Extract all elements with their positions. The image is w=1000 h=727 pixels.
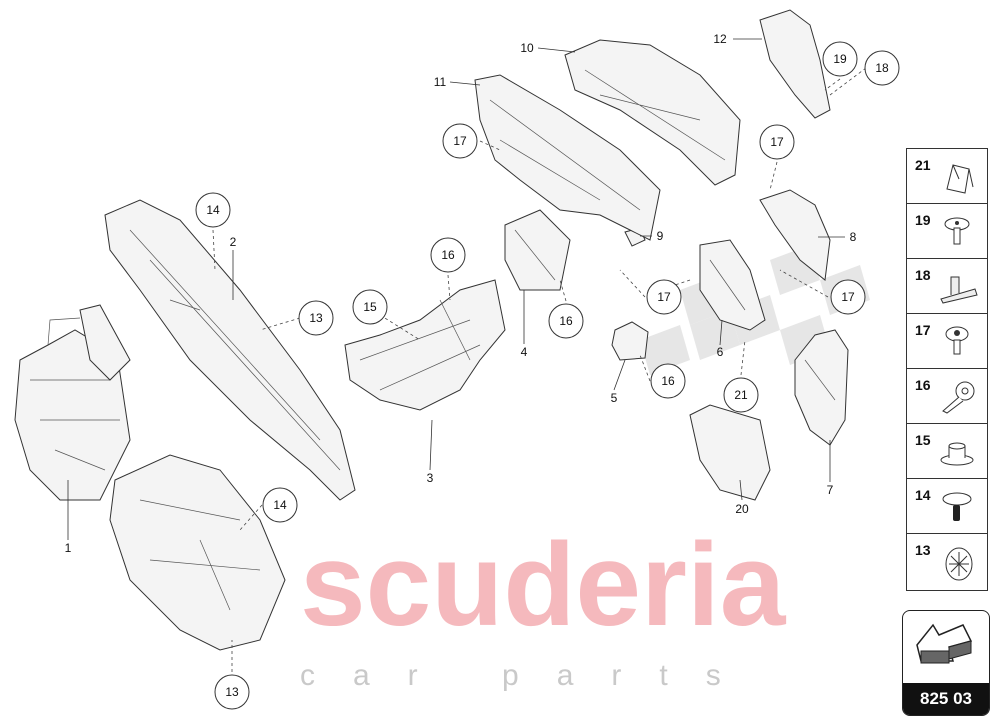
svg-text:21: 21 bbox=[734, 388, 748, 402]
circled-callouts: 14 13 14 13 16 15 16 17 17 19 18 17 17 1… bbox=[195, 41, 900, 710]
flange-screw-icon bbox=[945, 326, 969, 355]
label-20[interactable]: 20 bbox=[735, 502, 749, 516]
label-12[interactable]: 12 bbox=[713, 32, 727, 46]
svg-text:17: 17 bbox=[770, 135, 784, 149]
legend-item-19[interactable]: 19 bbox=[907, 204, 987, 259]
label-6[interactable]: 6 bbox=[717, 345, 724, 359]
fastener-legend: 21 19 18 17 16 15 14 13 bbox=[906, 148, 988, 591]
svg-text:13: 13 bbox=[225, 685, 239, 699]
svg-text:17: 17 bbox=[453, 134, 467, 148]
label-11[interactable]: 11 bbox=[434, 75, 447, 89]
callout-14[interactable]: 14 bbox=[262, 487, 298, 523]
callout-21[interactable]: 21 bbox=[723, 377, 759, 413]
callout-16[interactable]: 16 bbox=[548, 303, 584, 339]
arrow-back-icon bbox=[916, 623, 973, 664]
part-5-clip bbox=[611, 321, 649, 361]
callout-18[interactable]: 18 bbox=[864, 50, 900, 86]
label-9[interactable]: 9 bbox=[657, 229, 664, 243]
callout-13[interactable]: 13 bbox=[214, 674, 250, 710]
spring-clip-icon bbox=[946, 164, 974, 194]
label-10[interactable]: 10 bbox=[520, 41, 534, 55]
svg-text:18: 18 bbox=[875, 61, 889, 75]
legend-item-15[interactable]: 15 bbox=[907, 424, 987, 479]
watermark-sub: car parts bbox=[300, 659, 759, 692]
label-7[interactable]: 7 bbox=[827, 483, 834, 497]
part-8-shield bbox=[759, 189, 831, 281]
legend-item-16[interactable]: 16 bbox=[907, 369, 987, 424]
svg-text:16: 16 bbox=[661, 374, 675, 388]
svg-text:14: 14 bbox=[206, 203, 220, 217]
svg-text:16: 16 bbox=[441, 248, 455, 262]
callout-16[interactable]: 16 bbox=[430, 237, 466, 273]
part-10-heat-shield bbox=[564, 39, 741, 186]
legend-item-14[interactable]: 14 bbox=[907, 479, 987, 534]
watermark: scuderia car parts bbox=[300, 519, 787, 692]
legend-item-18[interactable]: 18 bbox=[907, 259, 987, 314]
legend-item-21[interactable]: 21 bbox=[907, 149, 987, 204]
leader-lines bbox=[67, 38, 867, 672]
svg-text:13: 13 bbox=[309, 311, 323, 325]
part-12-shield bbox=[759, 9, 831, 119]
part-6-bracket bbox=[699, 239, 766, 331]
previous-diagram-button[interactable]: 825 03 bbox=[902, 610, 990, 716]
part-1-heat-shield bbox=[14, 317, 286, 651]
svg-text:16: 16 bbox=[559, 314, 573, 328]
torx-bolt-icon bbox=[942, 381, 975, 414]
callout-19[interactable]: 19 bbox=[822, 41, 858, 77]
speed-nut-icon bbox=[945, 547, 973, 581]
callout-17[interactable]: 17 bbox=[759, 124, 795, 160]
callout-17[interactable]: 17 bbox=[830, 279, 866, 315]
part-7-shield bbox=[794, 329, 849, 446]
callout-13[interactable]: 13 bbox=[298, 300, 334, 336]
flange-nut-icon bbox=[940, 442, 974, 466]
label-1[interactable]: 1 bbox=[65, 541, 72, 555]
svg-text:17: 17 bbox=[841, 290, 855, 304]
part-11-heat-shield bbox=[474, 74, 661, 241]
svg-text:14: 14 bbox=[273, 498, 287, 512]
label-2[interactable]: 2 bbox=[230, 235, 237, 249]
label-4[interactable]: 4 bbox=[521, 345, 528, 359]
clip-icon bbox=[940, 276, 978, 304]
callout-17[interactable]: 17 bbox=[646, 279, 682, 315]
label-5[interactable]: 5 bbox=[611, 391, 618, 405]
callout-15[interactable]: 15 bbox=[352, 289, 388, 325]
svg-text:17: 17 bbox=[657, 290, 671, 304]
part-2-heat-shield bbox=[79, 199, 356, 501]
callout-14[interactable]: 14 bbox=[195, 192, 231, 228]
diagram-number: 825 03 bbox=[903, 683, 989, 715]
svg-text:19: 19 bbox=[833, 52, 847, 66]
watermark-brand: scuderia bbox=[300, 519, 787, 651]
screw-icon bbox=[944, 217, 970, 245]
part-20-shield bbox=[689, 404, 771, 501]
label-8[interactable]: 8 bbox=[850, 230, 857, 244]
legend-item-13[interactable]: 13 bbox=[907, 534, 987, 590]
expanding-rivet-icon bbox=[942, 492, 972, 521]
svg-text:15: 15 bbox=[363, 300, 377, 314]
legend-item-17[interactable]: 17 bbox=[907, 314, 987, 369]
part-3-heat-shield bbox=[344, 279, 506, 411]
label-3[interactable]: 3 bbox=[427, 471, 434, 485]
part-labels: 1 2 3 4 5 6 7 8 9 10 11 12 20 bbox=[65, 32, 857, 555]
callout-17[interactable]: 17 bbox=[442, 123, 478, 159]
part-4-bracket bbox=[504, 209, 571, 291]
callout-16[interactable]: 16 bbox=[650, 363, 686, 399]
